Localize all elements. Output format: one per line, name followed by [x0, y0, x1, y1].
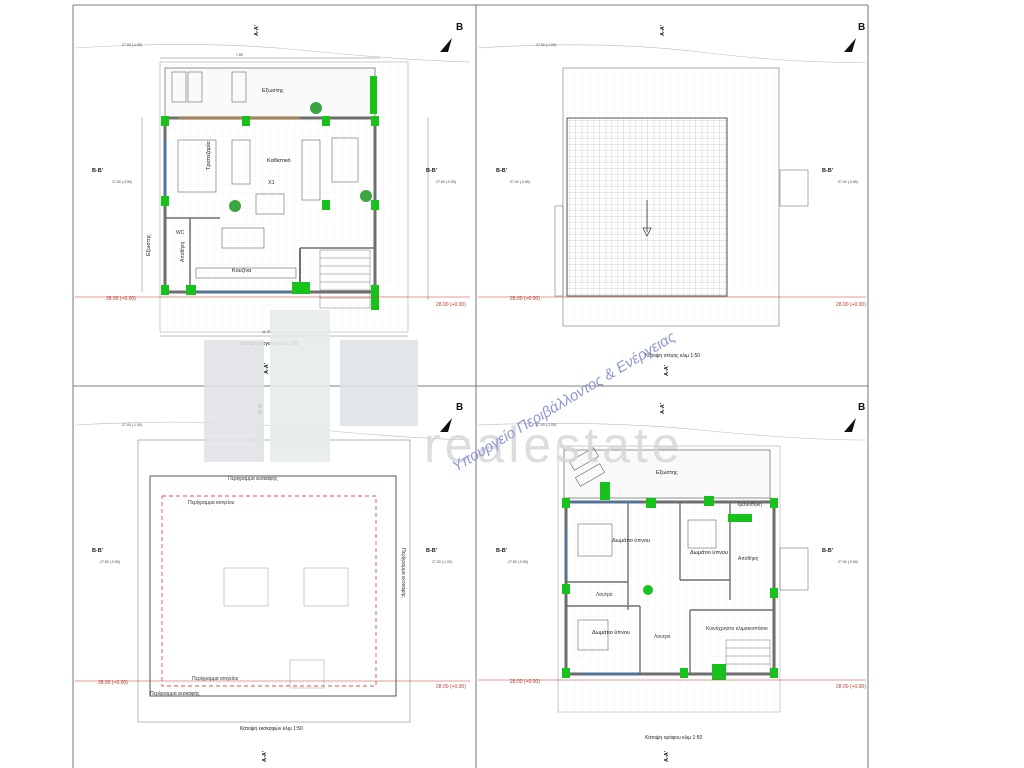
roof-caption: Κάτοψη στέγης κλιμ 1:50: [645, 352, 700, 359]
section-mark-right: B-B': [426, 168, 438, 174]
ground-plants: [229, 102, 372, 212]
ground-level-mid-right: 27.50 (-0.50): [436, 180, 456, 184]
roof-section-right: B-B': [822, 168, 834, 174]
roof-level-right: 28.00 (+0.00): [836, 302, 866, 308]
upper-room-bath2: Λουτρό: [654, 633, 671, 640]
foundation-plan: Περίγραμμα εκσκαφής Περίγραμμα ισογείου …: [75, 402, 470, 762]
upper-room-outdoor: Εξωστης: [656, 470, 678, 476]
roof-section-bottom: A-A': [664, 364, 670, 376]
upper-level-right: 28.00 (+0.00): [836, 684, 866, 690]
ground-room-kitchen: Κουζίνα: [232, 268, 252, 274]
foundation-section-left: B-B': [92, 548, 104, 554]
ground-room-dining: Τραπεζαρία: [206, 140, 212, 170]
upper-columns: [562, 482, 778, 680]
ground-room-space: Χ1: [268, 180, 275, 186]
watermark-logo: realestate: [424, 417, 684, 473]
foundation-label-slab-top: Περίγραμμα ισογείου: [188, 500, 235, 506]
foundation-level-mid-right: 27.00 (-1.00): [432, 560, 452, 564]
foundation-level-mid-left: 27.50 (-0.50): [100, 560, 120, 564]
ground-stairs: [319, 249, 371, 309]
watermark: realestate Υπουργείο Περιβάλλοντος & Ενέ…: [204, 310, 684, 475]
north-arrow-icon-3: [440, 418, 452, 432]
upper-section-right: B-B': [822, 548, 834, 554]
svg-text:7.85: 7.85: [236, 53, 243, 57]
ground-room-outdoor: Εξωστης: [262, 88, 284, 94]
north-label-1: B: [456, 22, 463, 33]
ground-level-left: 28.00 (+0.00): [106, 296, 136, 302]
roof-section-top: A-A': [660, 24, 666, 36]
north-arrow-icon: [440, 38, 452, 52]
upper-level-mid-left: 27.50 (-0.50): [508, 560, 528, 564]
foundation-label-excavation-top: Περίγραμμα εκσκαφής: [228, 475, 278, 482]
foundation-level-left: 28.00 (+0.00): [98, 680, 128, 686]
ground-room-storage: Αποθήκη: [179, 241, 186, 262]
foundation-caption: Κάτοψη εκσκαφών κλιμ 1:50: [240, 725, 303, 732]
terrain-contours: [74, 44, 867, 441]
upper-room-bath1: Λουτρό: [596, 591, 613, 598]
section-mark-top: A-A': [254, 24, 260, 36]
upper-section-left: B-B': [496, 548, 508, 554]
upper-level-left: 28.00 (+0.00): [510, 679, 540, 685]
foundation-level-right: 28.00 (+0.00): [436, 684, 466, 690]
ground-level-mid-left: 27.50 (-0.50): [112, 180, 132, 184]
foundation-label-slab-bottom: Περίγραμμα ισογείου: [192, 676, 239, 682]
foundation-section-right: B-B': [426, 548, 438, 554]
roof-level-top: 27.00 (-1.00): [536, 43, 556, 47]
upper-floor-plan: Εξωστης: [478, 402, 866, 762]
roof-level-mid-right: 27.50 (-0.50): [838, 180, 858, 184]
roof-level-mid-left: 27.50 (-0.50): [510, 180, 530, 184]
upper-section-bottom: A-A': [664, 750, 670, 762]
upper-terrace: [563, 449, 771, 499]
upper-room-bedroom3: Δωμάτιο ύπνου: [592, 629, 630, 636]
north-arrow-icon-2: [844, 38, 856, 52]
upper-stairs: [725, 639, 771, 675]
north-arrow-icon-4: [844, 418, 856, 432]
north-label-2: B: [858, 22, 865, 33]
ground-floor-plan: Εξωστης Τραπεζαρία: [75, 22, 470, 374]
north-label-4: B: [858, 402, 865, 413]
upper-level-mid-right: 27.50 (-0.50): [838, 560, 858, 564]
section-mark-left: B-B': [92, 168, 104, 174]
foundation-label-side: Περίγραμμα εκσκαφής: [400, 548, 407, 598]
upper-room-closet: Ιματιοθήκη: [738, 501, 762, 508]
upper-room-hall: Κοινόχρηστο κλιμακοστάσιο: [706, 625, 768, 632]
upper-level-top: 27.00 (-1.00): [536, 423, 556, 427]
ground-room-wc: WC: [176, 230, 185, 236]
upper-room-bedroom2: Δωμάτιο ύπνου: [690, 549, 728, 556]
upper-caption: Κάτοψη ορόφου κλιμ 1:50: [645, 734, 702, 741]
ground-room-living: Καθιστικό: [267, 157, 291, 164]
upper-room-storage: Αποθήκη: [738, 555, 759, 562]
north-label-3: B: [456, 402, 463, 413]
section-mark-bottom: A-A': [264, 362, 270, 374]
foundation-level-top: 27.00 (-1.00): [122, 423, 142, 427]
roof-level-left: 28.00 (+0.00): [510, 296, 540, 302]
foundation-label-excavation-bottom: Περίγραμμα εκσκαφής: [150, 690, 200, 697]
foundation-section-bottom: A-A': [262, 750, 268, 762]
svg-text:11.75: 11.75: [262, 330, 271, 334]
roof-plan: 28.00 (+0.00) 28.00 (+0.00) 27.00 (-1.00…: [478, 22, 866, 376]
ground-columns: [161, 76, 379, 310]
excavation-outline: [149, 475, 397, 697]
upper-section-top: A-A': [660, 402, 666, 414]
ground-level-top: 27.00 (-1.00): [122, 43, 142, 47]
roof-section-left: B-B': [496, 168, 508, 174]
slab-outline: [161, 495, 377, 687]
upper-inner-walls: [566, 502, 774, 674]
ground-room-outdoor-side: Εξωστης: [146, 234, 152, 256]
ground-caption: Κάτοψη ισογείου κλιμ 1:50: [240, 340, 299, 347]
upper-room-bedroom1: Δωμάτιο ύπνου: [612, 537, 650, 544]
ground-level-right: 28.00 (+0.00): [436, 302, 466, 308]
